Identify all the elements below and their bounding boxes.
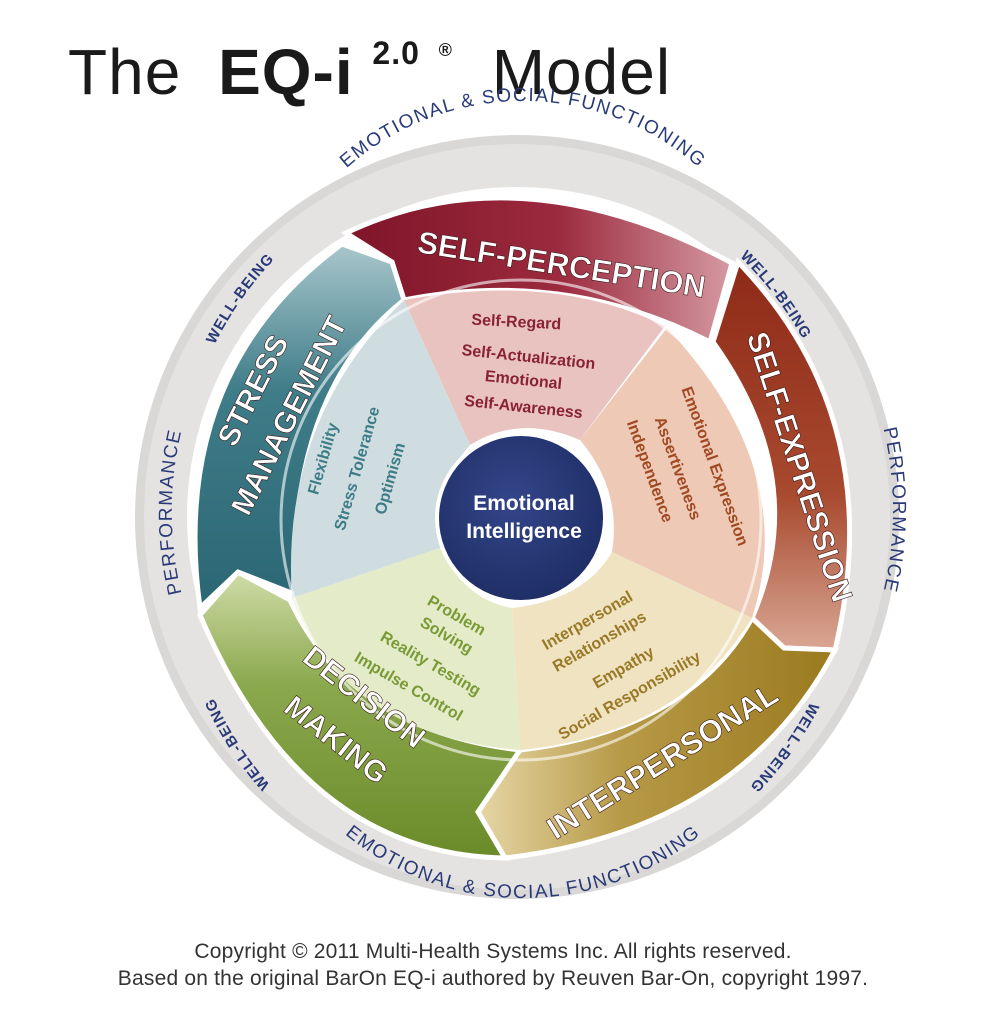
svg-text:The EQ-i 2.0 ®: The EQ-i 2.0 ® Model bbox=[68, 22, 671, 108]
title-suffix: Model bbox=[492, 36, 671, 108]
title-superscript: 2.0 bbox=[372, 35, 419, 71]
title-registered: ® bbox=[439, 40, 453, 60]
stress-management-inner bbox=[290, 300, 470, 598]
composite-outer-bands bbox=[192, 195, 853, 861]
subscale-self-regard: Self-Regard bbox=[471, 312, 562, 334]
title-brand: EQ-i bbox=[218, 36, 354, 108]
center-line-1: Emotional bbox=[473, 492, 575, 515]
self-expression-inner bbox=[580, 328, 765, 618]
copyright-line-2: Based on the original BarOn EQ-i authore… bbox=[117, 967, 869, 990]
copyright-notice: Copyright © 2011 Multi-Health Systems In… bbox=[0, 938, 986, 992]
center-line-2: Intelligence bbox=[466, 520, 582, 543]
copyright-line-1: Copyright © 2011 Multi-Health Systems In… bbox=[194, 940, 792, 963]
self-perception-inner bbox=[404, 290, 665, 445]
decision-making-inner bbox=[292, 548, 520, 750]
self-perception-band bbox=[340, 195, 735, 346]
interpersonal-inner bbox=[512, 552, 752, 750]
center-circle: Emotional Intelligence bbox=[435, 432, 607, 604]
title-prefix: The bbox=[68, 36, 181, 108]
composite-inner-wedges bbox=[279, 278, 765, 762]
page-title: The EQ-i 2.0 ® Model bbox=[68, 22, 671, 108]
